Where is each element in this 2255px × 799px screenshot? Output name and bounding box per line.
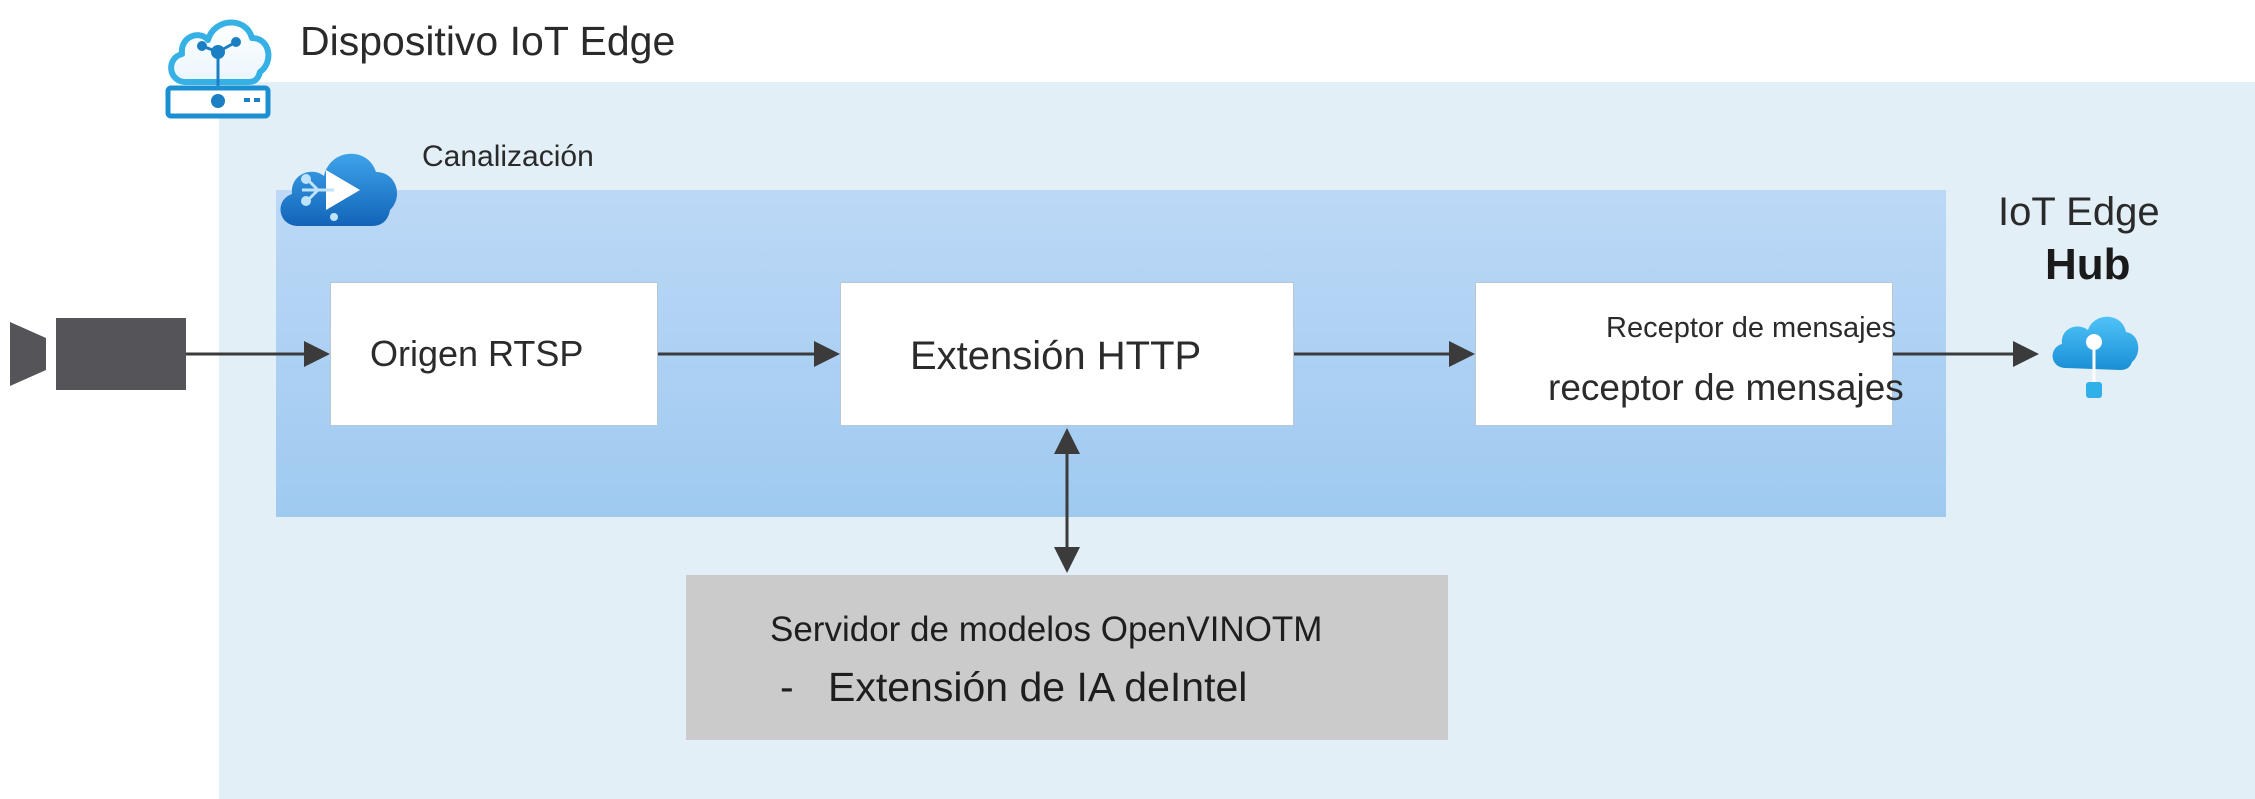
message-sink-label: receptor de mensajes [1548, 367, 1904, 408]
message-sink-label-top: Receptor de mensajes [1606, 312, 1897, 344]
rtsp-source-label: Origen RTSP [370, 333, 584, 374]
rtsp-source-node [330, 282, 658, 426]
iot-hub-icon [2046, 308, 2142, 404]
iot-edge-device-cloud-icon [160, 2, 278, 120]
model-server-line2: Extensión de IA deIntel [828, 664, 1248, 710]
message-sink-node [1475, 282, 1893, 426]
http-extension-label: Extensión HTTP [910, 334, 1202, 378]
model-server-node [686, 575, 1448, 740]
device-title: Dispositivo IoT Edge [300, 18, 676, 64]
model-server-line1: Servidor de modelos OpenVINOTM [770, 610, 1323, 649]
pipeline-title: Canalización [422, 140, 594, 173]
camera-icon [10, 314, 186, 394]
hub-label-hub: Hub [2045, 240, 2131, 289]
model-server-dash: - [780, 664, 794, 710]
http-extension-node [840, 282, 1294, 426]
hub-label-iot-edge: IoT Edge [1998, 190, 2160, 234]
video-analyzer-cloud-icon [272, 134, 404, 230]
